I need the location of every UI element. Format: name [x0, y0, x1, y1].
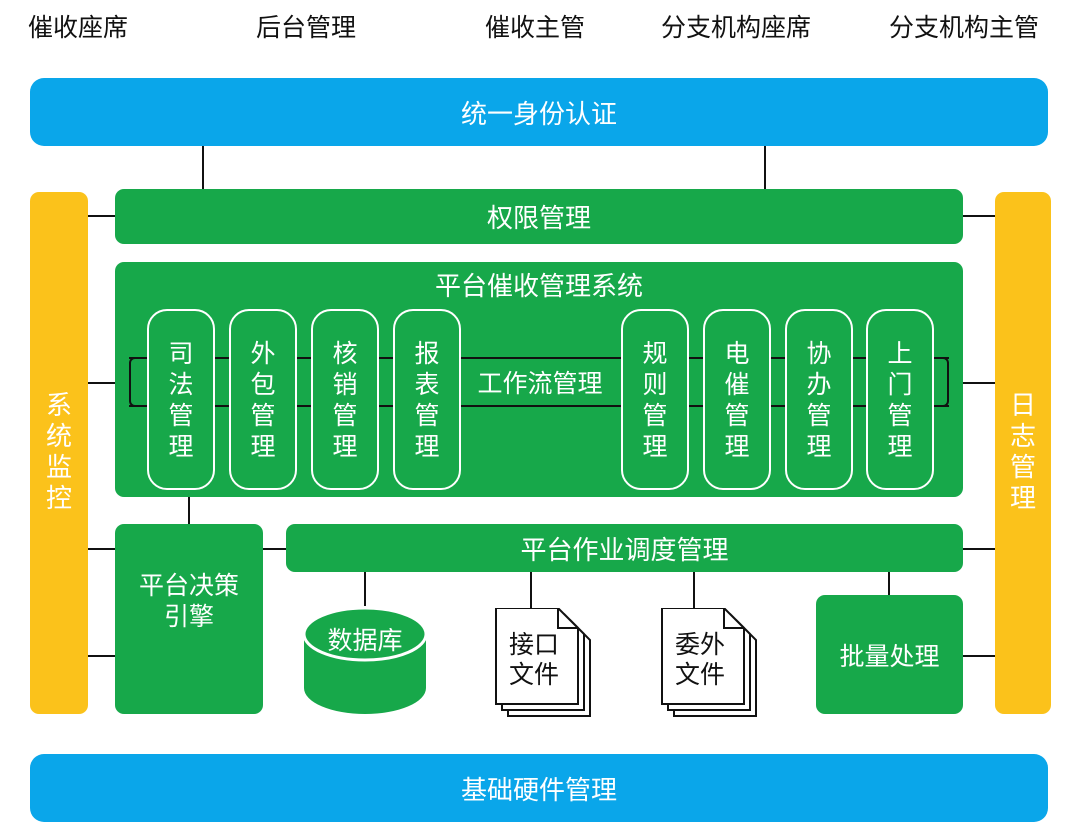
hardware-label: 基础硬件管理 — [460, 775, 617, 806]
decision-engine-box: 平台决策引擎 — [115, 524, 263, 714]
connector-line — [962, 215, 995, 217]
module-visit: 上门管理 — [866, 309, 934, 490]
connector-line — [962, 548, 995, 550]
monitor-label: 系统监控 — [45, 391, 72, 514]
connector-line — [693, 572, 695, 612]
role-label: 分支机构座席 — [661, 13, 812, 42]
role-label: 催收座席 — [28, 13, 129, 42]
connector-line — [364, 572, 366, 606]
monitor-bar: 系统监控 — [30, 192, 88, 714]
log-bar: 日志管理 — [995, 192, 1051, 714]
outsource-file-label: 委外文件 — [674, 630, 725, 689]
module-writeoff: 核销管理 — [311, 309, 379, 490]
platform-title: 平台催收管理系统 — [434, 272, 643, 302]
platform-box: 平台催收管理系统 工作流管理 司法管理 外包管理 核销管理 报表管理 规则管理 … — [115, 262, 963, 497]
auth-label: 统一身份认证 — [460, 99, 617, 130]
permission-label: 权限管理 — [486, 204, 591, 234]
hardware-bar: 基础硬件管理 — [30, 754, 1048, 822]
connector-line — [88, 382, 116, 384]
module-rules: 规则管理 — [621, 309, 689, 490]
module-outsourcing: 外包管理 — [229, 309, 297, 490]
database-label: 数据库 — [327, 626, 403, 655]
bracket-right — [941, 357, 949, 407]
scheduler-label: 平台作业调度管理 — [520, 535, 729, 566]
decision-engine-label: 平台决策引擎 — [138, 571, 239, 631]
outsource-file-icon — [661, 608, 757, 717]
interface-file-label: 接口文件 — [508, 630, 559, 689]
batch-label: 批量处理 — [839, 641, 940, 671]
connector-line — [530, 572, 532, 612]
auth-bar: 统一身份认证 — [30, 78, 1048, 146]
bus-line — [129, 357, 949, 359]
module-phone-collection: 电催管理 — [703, 309, 771, 490]
role-label: 分支机构主管 — [889, 13, 1040, 42]
connector-line — [188, 496, 190, 524]
log-label: 日志管理 — [1009, 391, 1036, 514]
batch-box: 批量处理 — [816, 595, 963, 714]
connector-line — [764, 146, 766, 190]
connector-line — [262, 548, 286, 550]
bus-line — [129, 405, 949, 407]
workflow-label: 工作流管理 — [461, 362, 619, 402]
connector-line — [88, 215, 116, 217]
scheduler-bar: 平台作业调度管理 — [286, 524, 963, 572]
database-icon — [302, 606, 428, 714]
module-report: 报表管理 — [393, 309, 461, 490]
role-label: 催收主管 — [485, 13, 586, 42]
connector-line — [88, 548, 116, 550]
interface-file-icon — [495, 608, 591, 717]
connector-line — [88, 655, 116, 657]
bracket-left — [129, 357, 137, 407]
connector-line — [202, 146, 204, 190]
connector-line — [962, 655, 995, 657]
module-assist: 协办管理 — [785, 309, 853, 490]
connector-line — [888, 572, 890, 596]
permission-bar: 权限管理 — [115, 189, 963, 244]
connector-line — [962, 382, 995, 384]
module-judicial: 司法管理 — [147, 309, 215, 490]
role-label: 后台管理 — [256, 13, 357, 42]
